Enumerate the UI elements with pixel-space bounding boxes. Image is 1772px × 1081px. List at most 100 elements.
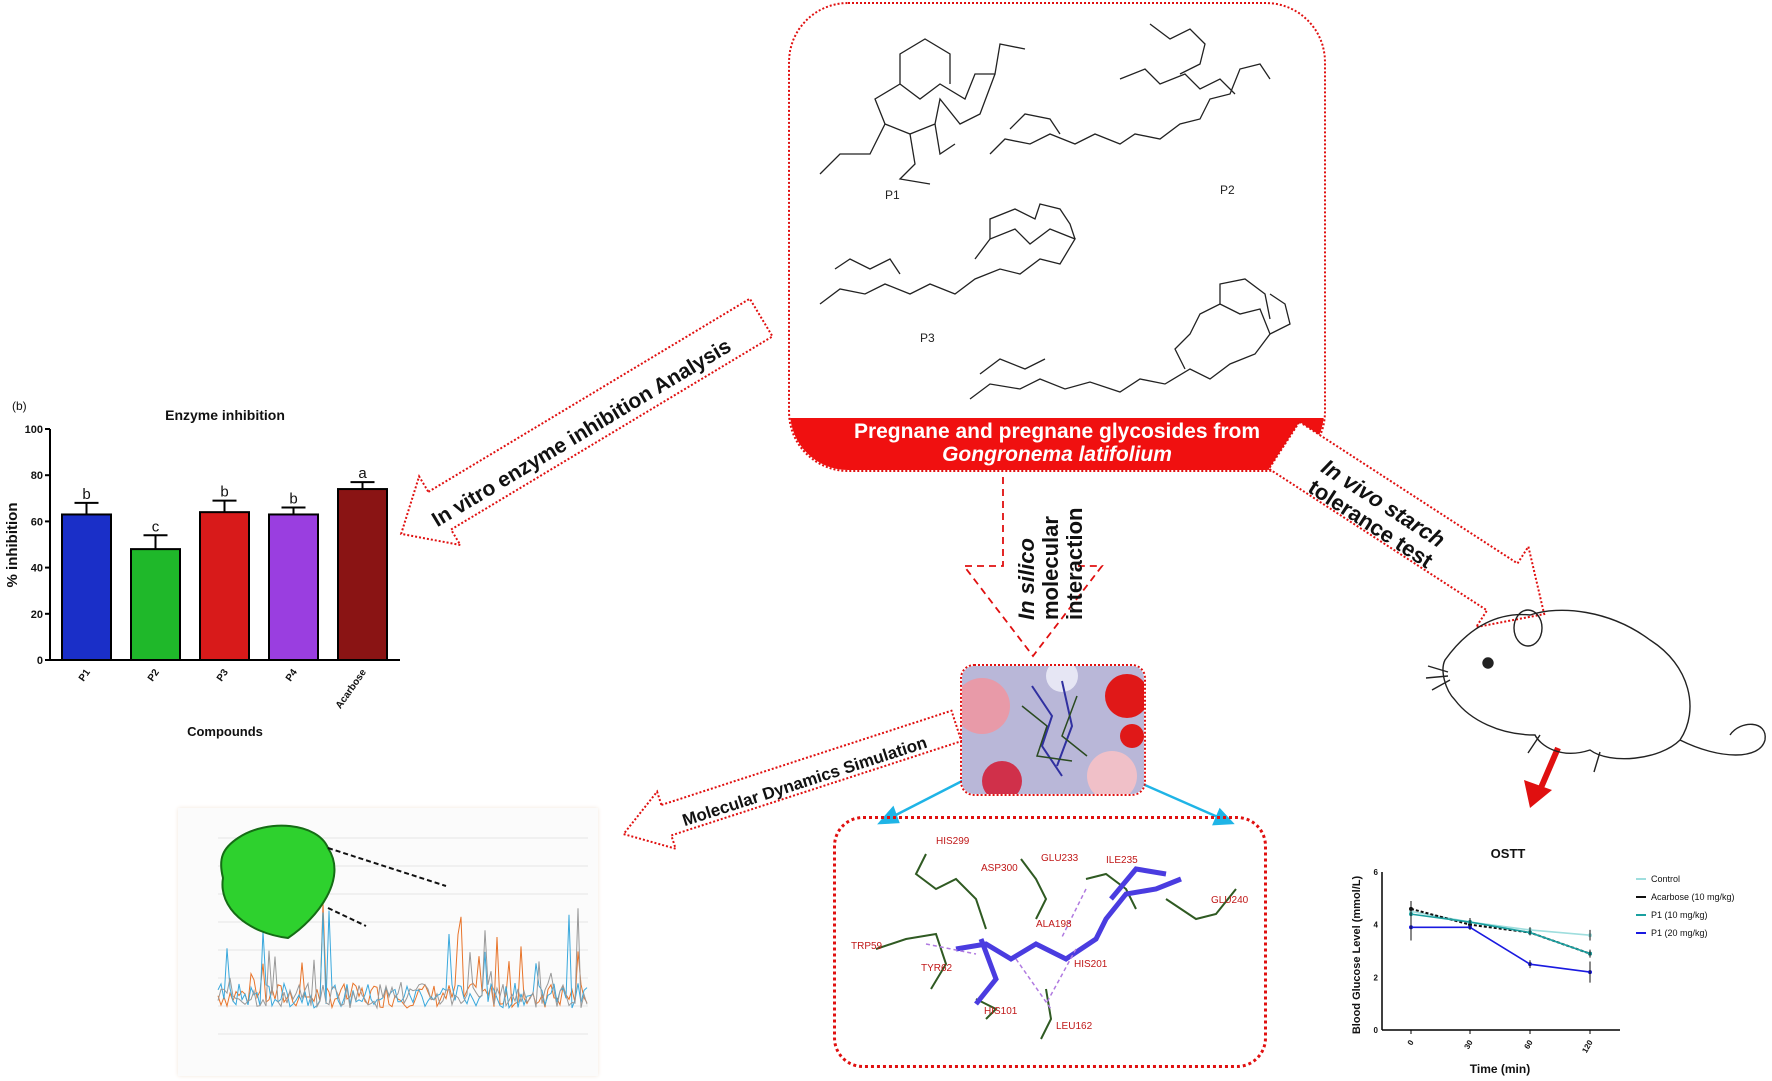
y-tick-label: 20 (31, 609, 43, 621)
residue-label: TRP59 (851, 941, 883, 952)
x-tick-label: 30 (1462, 1038, 1475, 1051)
structure-p1 (819, 38, 1026, 185)
in-vitro-arrow (399, 297, 774, 547)
x-tick-label: P4 (284, 667, 300, 684)
interaction-line (1015, 958, 1052, 1010)
y-tick-label: 4 (1374, 921, 1379, 930)
compound-structures-panel: P1 P2 P3 Pregnane and pregnane glycoside… (788, 2, 1326, 472)
y-tick-label: 80 (31, 470, 43, 482)
y-tick-label: 40 (31, 563, 43, 575)
residue-label: HIS201 (1074, 959, 1108, 970)
x-tick-label: 120 (1580, 1038, 1595, 1055)
legend-label: P1 (10 mg/kg) (1651, 910, 1708, 920)
y-axis-label: % inhibition (4, 503, 21, 588)
residue-stick (975, 998, 998, 1020)
rmsf-line (217, 908, 588, 1010)
rmsf-line (217, 910, 588, 1010)
bar-p1 (61, 513, 112, 661)
protein-structure (220, 824, 336, 940)
residue-stick (914, 853, 987, 930)
significance-letter: a (358, 465, 367, 482)
in-silico-arrow (962, 477, 1104, 658)
interaction-line (1060, 888, 1087, 940)
residue-stick (1020, 858, 1048, 920)
structure-p3 (819, 203, 1076, 305)
chart-title: OSTT (1491, 846, 1526, 861)
in-silico-line3: interaction (1062, 507, 1087, 620)
source-title-banner: Pregnane and pregnane glycosides from Go… (790, 418, 1324, 470)
chart-title: Enzyme inhibition (165, 407, 285, 423)
bar-acarbose (337, 488, 388, 661)
in-silico-line1: In silico (1014, 538, 1039, 620)
md-plot-canvas (217, 824, 588, 1035)
y-tick-label: 6 (1374, 868, 1379, 877)
residue-stick (1040, 988, 1053, 1040)
significance-letter: b (220, 484, 228, 501)
legend-label: Control (1651, 874, 1680, 884)
x-tick-label: 60 (1522, 1038, 1535, 1051)
enzyme-inhibition-chart: (b) Enzyme inhibition 0 20 40 60 80 100 % inhibi… (4, 399, 400, 739)
pointer-line (327, 907, 367, 927)
y-tick-label: 100 (25, 424, 43, 436)
banner-line1: Pregnane and pregnane glycosides from (853, 420, 1261, 443)
series-line (1411, 926, 1591, 973)
legend-label: P1 (20 mg/kg) (1651, 928, 1708, 938)
ligand-stick (955, 876, 1182, 962)
in-vivo-arrow (1267, 420, 1546, 629)
residue-label: ALA198 (1036, 919, 1072, 930)
label-p1: P1 (885, 188, 900, 202)
interaction-line (1045, 948, 1077, 1005)
cyan-arrows (877, 776, 1235, 826)
structure-p2 (989, 23, 1271, 155)
panel-label: (b) (12, 399, 27, 413)
residue-label: HIS101 (984, 1006, 1018, 1017)
significance-letter: b (82, 486, 90, 503)
series-line (1410, 913, 1591, 955)
residue-label: TYR62 (921, 963, 953, 974)
y-tick-label: 0 (1374, 1026, 1379, 1035)
bar-p4 (268, 513, 319, 661)
residue-label: LEU162 (1056, 1021, 1093, 1032)
structure-p4 (969, 278, 1291, 400)
residue-stick (1085, 872, 1137, 910)
series-line (1410, 907, 1591, 955)
y-tick-label: 2 (1374, 973, 1379, 982)
protein-surface-render (962, 666, 1144, 794)
pointer-line (327, 847, 447, 887)
residue-stick (875, 932, 948, 990)
mouse-illustration (1425, 609, 1766, 773)
red-down-arrow (1524, 746, 1561, 808)
bar-p3 (199, 511, 250, 661)
label-p2: P2 (1220, 183, 1235, 197)
ligand-stick (1109, 866, 1167, 901)
in-silico-label: In silico molecular interaction (1014, 507, 1087, 620)
x-tick-label: P2 (146, 667, 162, 684)
chemical-structures: P1 P2 P3 (819, 23, 1291, 400)
significance-letter: c (152, 518, 160, 535)
label-p3: P3 (920, 331, 935, 345)
y-tick-label: 0 (37, 655, 43, 667)
x-tick-label: 0 (1406, 1038, 1416, 1047)
significance-letter: b (289, 491, 297, 508)
residue-label: GLU240 (1211, 895, 1249, 906)
y-tick-label: 60 (31, 516, 43, 528)
md-rmsf-plot (178, 808, 598, 1076)
residue-label: ILE235 (1106, 855, 1138, 866)
residue-stick (1165, 888, 1237, 921)
interaction-line (925, 943, 977, 955)
x-tick-label: Acarbose (334, 667, 369, 711)
ligand-stick (974, 938, 999, 1006)
residue-label: ASP300 (981, 863, 1018, 874)
bar-p2 (130, 548, 181, 661)
x-tick-label: P1 (77, 667, 93, 684)
md-arrow (621, 709, 963, 851)
x-axis-label: Compounds (187, 724, 263, 739)
x-tick-label: P3 (215, 667, 231, 684)
residue-label: GLU233 (1041, 853, 1079, 864)
residue-label: HIS299 (936, 836, 970, 847)
banner-species: Gongronema latifolium (942, 443, 1172, 466)
